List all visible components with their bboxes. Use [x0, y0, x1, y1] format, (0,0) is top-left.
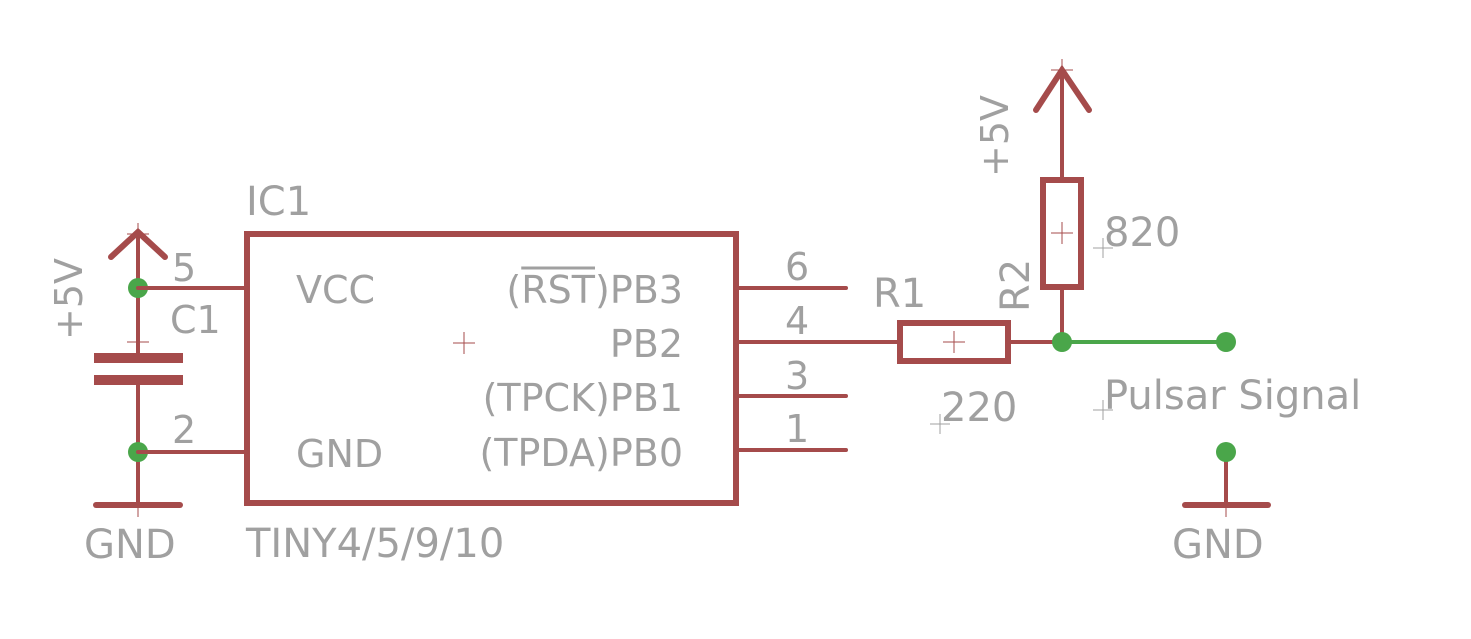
ic-body [244, 231, 739, 506]
supply-vcc-right[interactable]: +5V [973, 59, 1092, 177]
net-label-pulsar-signal: Pulsar Signal [1104, 373, 1361, 419]
pin-name-pb3: (RST)PB3 [506, 268, 683, 312]
junction-r1-r2[interactable] [1052, 332, 1072, 352]
capacitor-plate-bottom [94, 375, 183, 385]
resistor-r2-value: 820 [1104, 210, 1180, 256]
pin-name-pb1: (TPCK)PB1 [483, 376, 683, 420]
ic-pin-pb0[interactable]: 1 (TPDA)PB0 [479, 407, 848, 475]
ic1[interactable]: IC1 TINY4/5/9/10 5 VCC 2 GND 6 (RST)PB3 … [136, 179, 900, 567]
pin-name-pb3-prefix: ( [506, 268, 521, 312]
resistor-r1-value: 220 [941, 385, 1017, 431]
pin-name-vcc: VCC [296, 268, 375, 312]
net-pulsar-signal[interactable]: Pulsar Signal [1052, 332, 1361, 420]
supply-label-vcc-left: +5V [47, 258, 91, 340]
ic-value: TINY4/5/9/10 [245, 521, 504, 567]
ic-pin-gnd[interactable]: 2 GND [136, 408, 383, 476]
ic-pin-pb1[interactable]: 3 (TPCK)PB1 [483, 354, 848, 420]
supply-gnd-left[interactable]: GND [84, 450, 183, 568]
resistor-r2-name: R2 [993, 259, 1039, 312]
ic-name: IC1 [246, 179, 311, 225]
resistor-r2[interactable]: R2 820 [993, 68, 1180, 344]
supply-label-gnd-left: GND [84, 522, 176, 568]
pin-number-2: 2 [172, 408, 196, 452]
supply-gnd-right[interactable]: GND [1172, 442, 1271, 568]
capacitor-c1[interactable]: C1 [94, 286, 221, 454]
connector-pad-signal[interactable] [1216, 332, 1236, 352]
pin-name-pb3-suffix: )PB3 [595, 268, 683, 312]
pin-number-5: 5 [172, 246, 196, 290]
pin-number-4: 4 [785, 299, 809, 343]
capacitor-name: C1 [170, 298, 221, 342]
supply-label-vcc-right: +5V [973, 95, 1017, 177]
ic-pin-pb2[interactable]: 4 PB2 [610, 299, 900, 366]
pin-number-3: 3 [785, 354, 809, 398]
pin-name-gnd: GND [296, 432, 383, 476]
pin-name-pb0: (TPDA)PB0 [479, 431, 683, 475]
resistor-r1-name: R1 [873, 271, 926, 317]
resistor-r1[interactable]: R1 220 [873, 271, 1064, 434]
pin-number-6: 6 [785, 245, 809, 289]
pin-number-1: 1 [785, 407, 809, 451]
ic-pin-pb3[interactable]: 6 (RST)PB3 [506, 245, 848, 312]
supply-label-gnd-right: GND [1172, 522, 1264, 568]
ic-pin-vcc[interactable]: 5 VCC [136, 246, 375, 312]
capacitor-plate-top [94, 353, 183, 363]
pin-name-pb2: PB2 [610, 322, 683, 366]
supply-vcc-left[interactable]: +5V [47, 223, 168, 340]
pin-name-pb3-overline: RST [521, 268, 596, 312]
connector-pad-gnd[interactable] [1216, 442, 1236, 462]
